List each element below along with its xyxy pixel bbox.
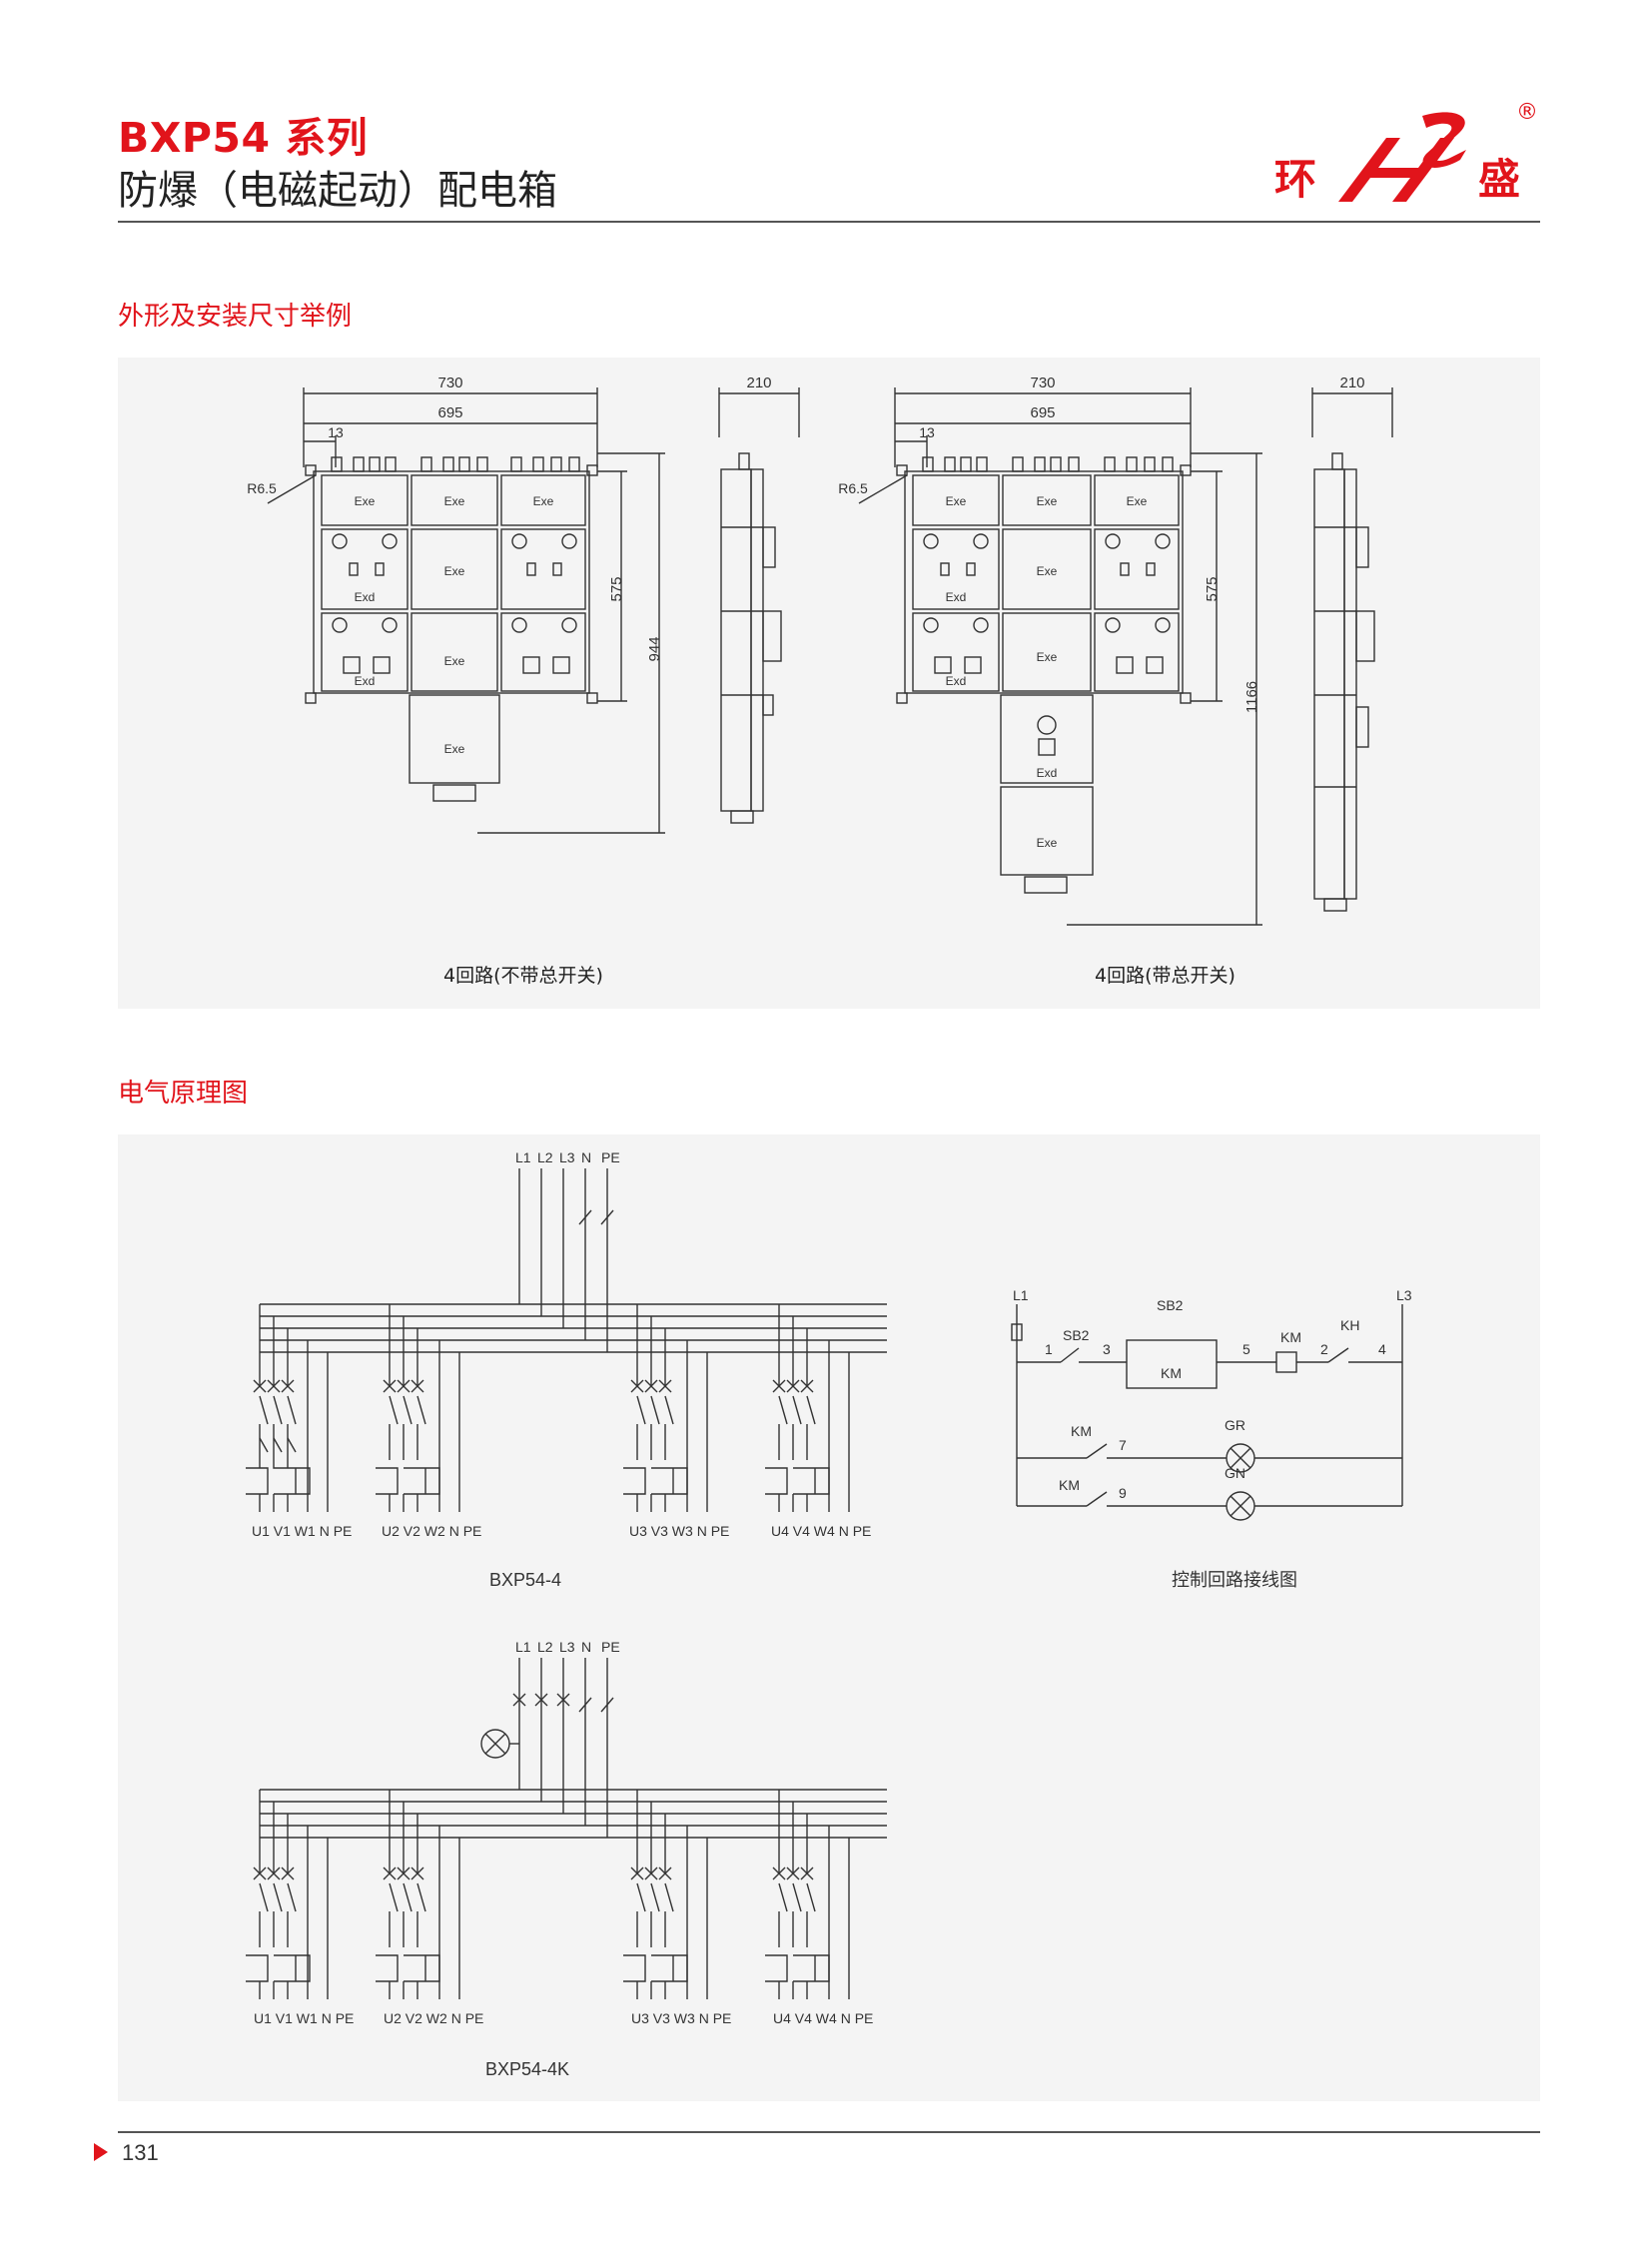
s1-output-1: U1 V1 W1 N PE [252, 1523, 352, 1539]
control-node-5: 5 [1242, 1341, 1250, 1357]
drawing2-front-view [858, 387, 1262, 926]
control-sb2-b: SB2 [1157, 1297, 1184, 1313]
control-km-box: KM [1161, 1365, 1182, 1381]
d1-box-exe-6: Exe [444, 742, 465, 756]
s1-input-pe: PE [601, 1149, 620, 1165]
d2-box-exe-2: Exe [1037, 494, 1058, 508]
d2-box-exd-1: Exd [946, 590, 967, 604]
schematic2-circuit [246, 1658, 887, 1999]
d2-box-exd-3: Exd [1037, 766, 1058, 780]
schematic1-caption: BXP54-4 [489, 1570, 561, 1590]
control-l1-label: L1 [1013, 1287, 1029, 1303]
control-node-1: 1 [1045, 1341, 1053, 1357]
d1-box-exe-5: Exe [444, 654, 465, 668]
d1-box-exe-4: Exe [444, 564, 465, 578]
s2-input-l1: L1 [515, 1639, 531, 1655]
header-divider [118, 221, 1540, 223]
control-node-4: 4 [1378, 1341, 1386, 1357]
s2-input-n: N [581, 1639, 591, 1655]
page-number: 131 [122, 2140, 159, 2165]
series-title: BXP54 系列 [118, 114, 369, 162]
control-kh: KH [1340, 1317, 1359, 1333]
d1-box-exd-2: Exd [355, 674, 376, 688]
schematic2-caption: BXP54-4K [485, 2059, 569, 2079]
control-circuit [1011, 1304, 1403, 1521]
d1-box-exe-2: Exe [444, 494, 465, 508]
dimension-drawings: 730 695 13 R6.5 210 575 944 Exe Exe Exe … [247, 374, 1393, 926]
s2-output-3: U3 V3 W3 N PE [631, 2010, 731, 2026]
d2-box-exe-5: Exe [1037, 650, 1058, 664]
d2-box-exe-1: Exe [946, 494, 967, 508]
schematic-drawings: L1 L2 L3 N PE U1 V1 W1 N PE U2 V2 W2 N P… [246, 1149, 1412, 2079]
control-caption: 控制回路接线图 [1172, 1570, 1297, 1590]
d2-offset: 13 [919, 424, 935, 440]
s2-input-pe: PE [601, 1639, 620, 1655]
schematic1-circuit [246, 1168, 887, 1512]
s1-input-n: N [581, 1149, 591, 1165]
registered-mark: ® [1516, 100, 1538, 125]
footer-divider [118, 2131, 1540, 2133]
d2-width-inner: 695 [1030, 404, 1055, 421]
control-gr: GR [1225, 1417, 1245, 1433]
dimensions-panel: 730 695 13 R6.5 210 575 944 Exe Exe Exe … [118, 358, 1540, 1009]
d1-width-outer: 730 [437, 374, 462, 391]
d2-radius: R6.5 [838, 480, 868, 496]
dimensions-section-title: 外形及安装尺寸举例 [118, 302, 353, 332]
s1-input-l1: L1 [515, 1149, 531, 1165]
s2-input-l2: L2 [537, 1639, 553, 1655]
schematic-panel: L1 L2 L3 N PE U1 V1 W1 N PE U2 V2 W2 N P… [118, 1134, 1540, 2101]
control-km-coil: KM [1280, 1329, 1301, 1345]
drawing1-side-view [718, 387, 800, 824]
control-km-contact-2: KM [1059, 1477, 1080, 1493]
logo-mark-icon [1338, 112, 1466, 202]
control-km-contact-1: KM [1071, 1423, 1092, 1439]
d1-height-total: 944 [646, 636, 663, 661]
s2-output-1: U1 V1 W1 N PE [254, 2010, 354, 2026]
d1-offset: 13 [328, 424, 344, 440]
drawing2-side-view [1311, 387, 1393, 912]
s2-input-l3: L3 [559, 1639, 575, 1655]
d2-width-outer: 730 [1030, 374, 1055, 391]
d2-box-exe-4: Exe [1037, 564, 1058, 578]
d2-height-inner: 575 [1204, 576, 1221, 601]
logo-right-char: 盛 [1478, 155, 1521, 204]
s1-input-l2: L2 [537, 1149, 553, 1165]
control-gn: GN [1225, 1465, 1245, 1481]
page-title: 防爆（电磁起动）配电箱 [118, 168, 557, 214]
s1-output-3: U3 V3 W3 N PE [629, 1523, 729, 1539]
d2-box-exe-6: Exe [1037, 836, 1058, 850]
d2-box-exd-2: Exd [946, 674, 967, 688]
d1-box-exe-1: Exe [355, 494, 376, 508]
drawing2-caption: 4回路(带总开关) [1095, 965, 1236, 987]
s1-output-2: U2 V2 W2 N PE [382, 1523, 481, 1539]
page-marker-icon [94, 2143, 108, 2161]
control-node-2: 2 [1320, 1341, 1328, 1357]
drawing1-front-view [267, 387, 665, 834]
s1-output-4: U4 V4 W4 N PE [771, 1523, 871, 1539]
d1-radius: R6.5 [247, 480, 277, 496]
d2-box-exe-3: Exe [1127, 494, 1148, 508]
brand-logo: 环 盛 ® [1266, 98, 1546, 210]
control-node-7: 7 [1119, 1437, 1127, 1453]
drawing1-caption: 4回路(不带总开关) [443, 965, 603, 987]
control-node-9: 9 [1119, 1485, 1127, 1501]
control-l3-label: L3 [1396, 1287, 1412, 1303]
schematic-section-title: 电气原理图 [118, 1079, 249, 1109]
s2-output-2: U2 V2 W2 N PE [384, 2010, 483, 2026]
d1-box-exe-3: Exe [533, 494, 554, 508]
d2-side-width: 210 [1339, 374, 1364, 391]
d1-box-exd-1: Exd [355, 590, 376, 604]
d1-height-inner: 575 [608, 576, 625, 601]
s1-input-l3: L3 [559, 1149, 575, 1165]
control-node-3: 3 [1103, 1341, 1111, 1357]
control-sb2-a: SB2 [1063, 1327, 1090, 1343]
d1-width-inner: 695 [437, 404, 462, 421]
logo-left-char: 环 [1274, 155, 1317, 204]
s2-output-4: U4 V4 W4 N PE [773, 2010, 873, 2026]
d2-height-total: 1166 [1243, 681, 1260, 713]
d1-side-width: 210 [746, 374, 771, 391]
